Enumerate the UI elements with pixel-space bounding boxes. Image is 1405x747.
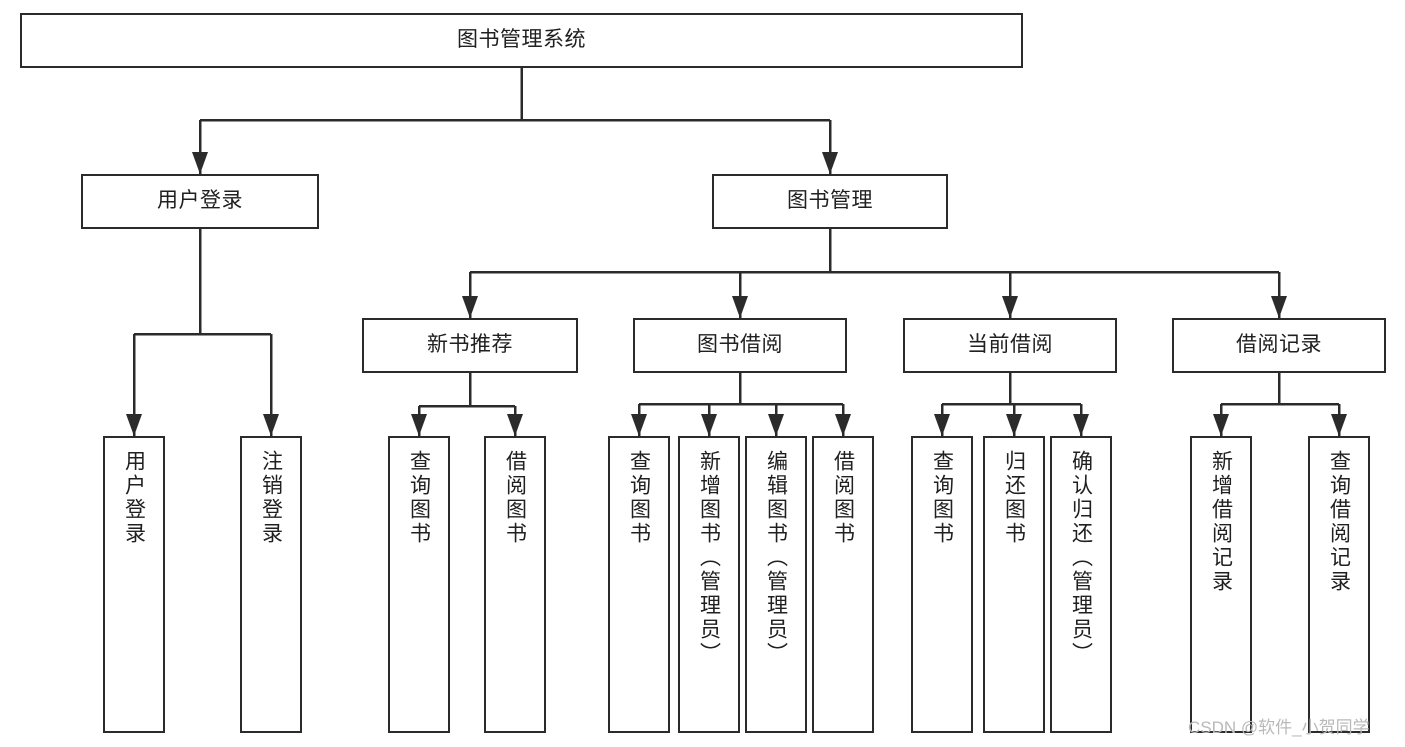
node-user-login[interactable]: 用户登录 — [81, 174, 319, 229]
node-root[interactable]: 图书管理系统 — [20, 13, 1023, 68]
node-book-management[interactable]: 图书管理 — [712, 174, 948, 229]
node-label-leaf-return-book: 归还图书 — [1002, 450, 1026, 546]
node-label-book-borrow: 图书借阅 — [697, 333, 783, 357]
node-label-leaf-add-book: 新增图书（管理员） — [697, 450, 721, 666]
arrowhead-user-login-0 — [126, 414, 142, 436]
arrowhead-current-borrow-1 — [1006, 414, 1022, 436]
node-leaf-add-book[interactable]: 新增图书（管理员） — [678, 436, 740, 733]
node-label-new-book-recommend: 新书推荐 — [427, 333, 513, 357]
arrowhead-book-management-3 — [1271, 296, 1287, 318]
arrowhead-book-borrow-3 — [835, 414, 851, 436]
arrowhead-book-borrow-0 — [631, 414, 647, 436]
arrowhead-root-1 — [822, 152, 838, 174]
arrowhead-borrow-record-0 — [1213, 414, 1229, 436]
arrowhead-book-borrow-1 — [701, 414, 717, 436]
node-leaf-borrow-book-2[interactable]: 借阅图书 — [812, 436, 874, 733]
arrowhead-book-borrow-2 — [768, 414, 784, 436]
node-leaf-query-record[interactable]: 查询借阅记录 — [1308, 436, 1370, 733]
arrowhead-current-borrow-2 — [1073, 414, 1089, 436]
node-label-leaf-add-record: 新增借阅记录 — [1209, 450, 1233, 594]
arrowhead-current-borrow-0 — [934, 414, 950, 436]
node-label-root: 图书管理系统 — [457, 28, 586, 52]
csdn-watermark: CSDN @软件_小贺同学 — [1188, 718, 1370, 737]
node-leaf-edit-book[interactable]: 编辑图书（管理员） — [745, 436, 807, 733]
arrowhead-new-book-recommend-0 — [411, 414, 427, 436]
node-borrow-record[interactable]: 借阅记录 — [1172, 318, 1386, 373]
node-leaf-logout[interactable]: 注销登录 — [240, 436, 302, 733]
node-leaf-query-book-1[interactable]: 查询图书 — [388, 436, 450, 733]
arrowhead-book-management-0 — [462, 296, 478, 318]
node-current-borrow[interactable]: 当前借阅 — [903, 318, 1117, 373]
arrowhead-book-management-1 — [732, 296, 748, 318]
node-label-borrow-record: 借阅记录 — [1236, 333, 1322, 357]
node-leaf-borrow-book-1[interactable]: 借阅图书 — [484, 436, 546, 733]
node-leaf-user-login[interactable]: 用户登录 — [103, 436, 165, 733]
arrowhead-borrow-record-1 — [1331, 414, 1347, 436]
node-label-leaf-borrow-book-1: 借阅图书 — [503, 450, 527, 546]
node-label-leaf-logout: 注销登录 — [259, 450, 283, 546]
node-leaf-add-record[interactable]: 新增借阅记录 — [1190, 436, 1252, 733]
node-label-leaf-borrow-book-2: 借阅图书 — [831, 450, 855, 546]
node-new-book-recommend[interactable]: 新书推荐 — [362, 318, 578, 373]
node-leaf-query-book-2[interactable]: 查询图书 — [608, 436, 670, 733]
node-book-borrow[interactable]: 图书借阅 — [633, 318, 847, 373]
arrowhead-user-login-1 — [263, 414, 279, 436]
node-label-leaf-query-record: 查询借阅记录 — [1327, 450, 1351, 594]
node-label-leaf-edit-book: 编辑图书（管理员） — [764, 450, 788, 666]
node-label-leaf-confirm-return: 确认归还（管理员） — [1069, 450, 1093, 666]
node-label-user-login: 用户登录 — [157, 189, 243, 213]
node-label-current-borrow: 当前借阅 — [967, 333, 1053, 357]
node-label-leaf-query-book-1: 查询图书 — [407, 450, 431, 546]
node-leaf-return-book[interactable]: 归还图书 — [983, 436, 1045, 733]
arrowhead-new-book-recommend-1 — [507, 414, 523, 436]
arrowhead-root-0 — [192, 152, 208, 174]
node-label-leaf-query-book-2: 查询图书 — [627, 450, 651, 546]
node-label-leaf-user-login: 用户登录 — [122, 450, 146, 546]
arrowhead-book-management-2 — [1002, 296, 1018, 318]
node-label-leaf-query-book-3: 查询图书 — [930, 450, 954, 546]
node-leaf-query-book-3[interactable]: 查询图书 — [911, 436, 973, 733]
node-leaf-confirm-return[interactable]: 确认归还（管理员） — [1050, 436, 1112, 733]
node-label-book-management: 图书管理 — [787, 189, 873, 213]
